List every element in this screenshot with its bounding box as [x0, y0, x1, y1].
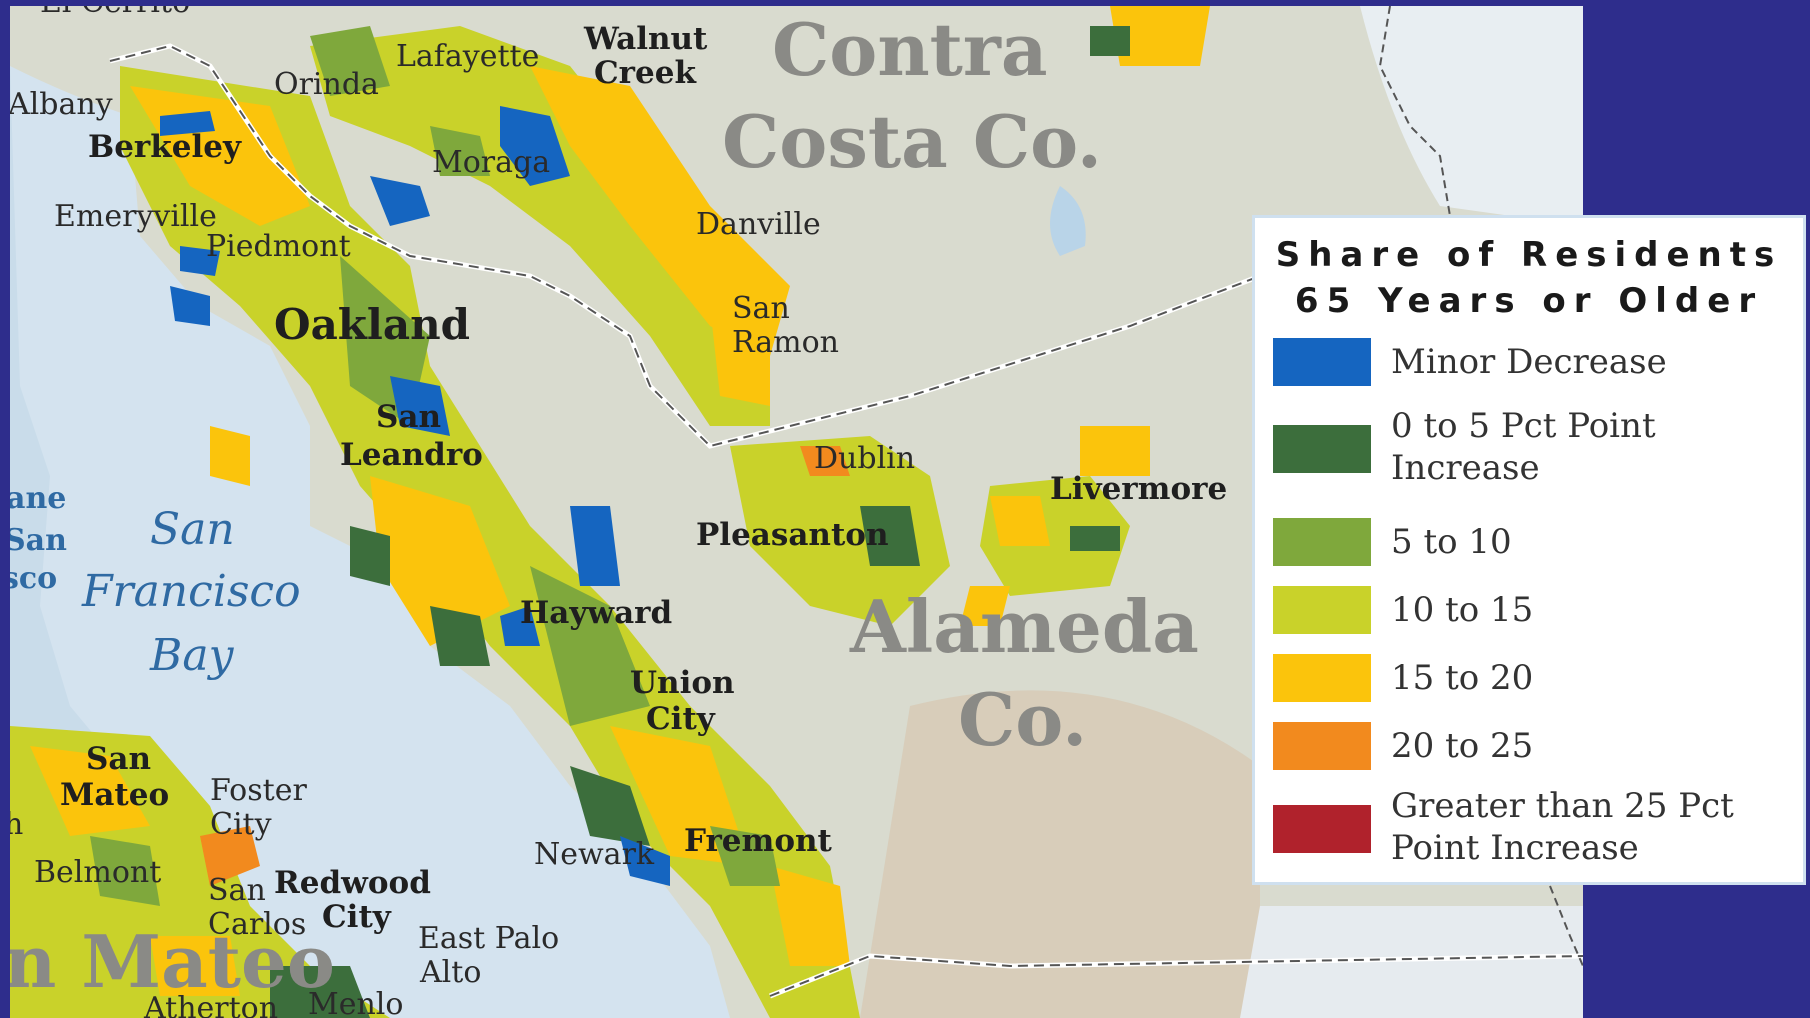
city-label-livermore: Livermore: [1050, 471, 1228, 507]
city-label-san-carlos-line1: San: [208, 873, 266, 908]
contra-costa-corridor: [310, 6, 1210, 426]
legend-swatch: [1273, 586, 1371, 634]
city-label-oakland: Oakland: [274, 300, 470, 349]
city-label-fremont: Fremont: [684, 823, 832, 859]
water-label-bay: Bay: [150, 630, 234, 681]
legend-title: Share of Residents 65 Years or Older: [1255, 232, 1803, 324]
map-legend: Share of Residents 65 Years or Older Min…: [1252, 215, 1806, 885]
legend-swatch: [1273, 338, 1371, 386]
legend-swatch: [1273, 425, 1371, 473]
legend-label: 20 to 25: [1391, 726, 1534, 766]
legend-label: Minor Decrease: [1391, 342, 1667, 382]
city-label-piedmont: Piedmont: [206, 229, 351, 264]
city-label-foster-city-line1: Foster: [210, 773, 307, 808]
legend-swatch: [1273, 518, 1371, 566]
city-label-san-mateo-line2: Mateo: [60, 777, 170, 813]
legend-title-line1: Share of Residents: [1275, 235, 1783, 275]
city-label-east-palo-alto-line2: Alto: [420, 955, 482, 990]
legend-title-line2: 65 Years or Older: [1294, 281, 1764, 321]
legend-label: 5 to 10: [1391, 522, 1512, 562]
county-boundary-north-dash: [109, 44, 1261, 448]
city-label-dublin: Dublin: [814, 441, 916, 476]
city-label-danville: Danville: [696, 207, 821, 242]
terrain-light-south: [1240, 906, 1583, 1018]
county-label-alameda-line2: Co.: [958, 677, 1088, 762]
city-label-lafayette: Lafayette: [396, 39, 540, 74]
water-label-edge-3: sco: [10, 561, 58, 596]
legend-swatch: [1273, 722, 1371, 770]
city-label-walnut-creek-line2: Creek: [594, 55, 696, 91]
legend-swatch: [1273, 654, 1371, 702]
city-label-san-leandro-line1: San: [376, 399, 442, 435]
county-label-contra-costa-line1: Contra: [772, 7, 1048, 92]
city-label-union-city-line2: City: [646, 701, 715, 737]
water-label-francisco: Francisco: [82, 566, 301, 617]
water-label-san: San: [150, 504, 235, 555]
city-label-edge-4: h: [10, 807, 24, 842]
city-label-san-carlos-line2: Carlos: [208, 907, 307, 942]
city-label-pleasanton: Pleasanton: [696, 517, 889, 553]
city-label-union-city-line1: Union: [630, 665, 735, 701]
city-label-redwood-city-line1: Redwood: [274, 865, 431, 901]
tri-valley: [730, 426, 1150, 626]
city-label-san-ramon-line2: Ramon: [732, 325, 839, 360]
city-label-san-ramon-line1: San: [732, 291, 790, 326]
county-label-alameda-line1: Alameda: [850, 584, 1199, 669]
city-label-el-cerrito: El Cerrito: [40, 6, 190, 18]
city-label-san-mateo-line1: San: [86, 741, 152, 777]
reservoir: [1050, 186, 1086, 256]
city-label-orinda: Orinda: [274, 67, 379, 102]
city-label-foster-city-line2: City: [210, 807, 272, 842]
water-label-edge-1: ane: [10, 481, 67, 516]
terrain-hills: [860, 690, 1260, 1018]
minor-decrease-areas: [160, 106, 670, 886]
legend-label: 15 to 20: [1391, 658, 1534, 698]
county-boundary-southeast: [1549, 885, 1583, 967]
city-label-belmont: Belmont: [34, 855, 162, 890]
county-label-san-mateo: n Mateo: [10, 919, 335, 1004]
legend-label: Greater than 25 Pct Point Increase: [1391, 786, 1734, 868]
county-boundary-south-dash: [769, 954, 1583, 997]
city-label-walnut-creek-line1: Walnut: [584, 21, 708, 57]
legend-label: 0 to 5 Pct Point Increase: [1391, 406, 1656, 488]
legend-swatch: [1273, 805, 1371, 853]
county-label-contra-costa-line2: Costa Co.: [722, 99, 1102, 184]
city-label-san-leandro-line2: Leandro: [340, 437, 483, 473]
city-label-moraga: Moraga: [432, 145, 551, 180]
city-label-east-palo-alto-line1: East Palo: [418, 921, 560, 956]
county-boundary-east: [1378, 6, 1451, 217]
city-label-emeryville: Emeryville: [54, 199, 217, 234]
city-label-atherton: Atherton: [144, 991, 279, 1018]
city-label-redwood-city-line2: City: [322, 899, 391, 935]
city-label-hayward: Hayward: [520, 595, 673, 631]
city-label-berkeley: Berkeley: [88, 129, 241, 165]
city-label-menlo: Menlo: [308, 987, 404, 1018]
city-label-newark: Newark: [534, 837, 655, 872]
water-label-edge-2: San: [10, 523, 67, 558]
city-label-albany: Albany: [10, 87, 113, 122]
legend-label: 10 to 15: [1391, 590, 1534, 630]
terrain-light: [1360, 6, 1583, 226]
peninsula: [10, 726, 390, 1018]
east-bay-corridor: [120, 66, 860, 1018]
